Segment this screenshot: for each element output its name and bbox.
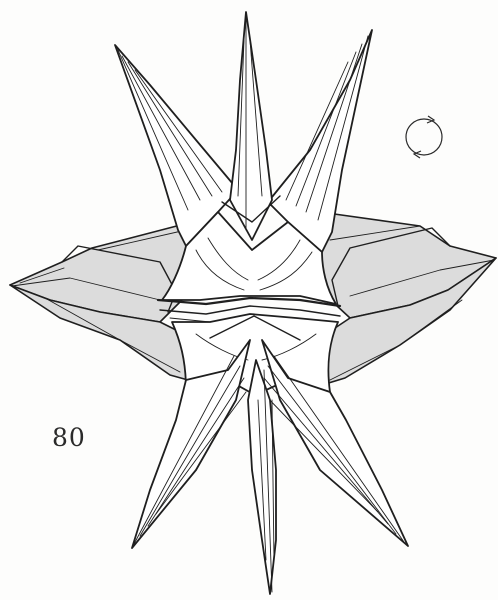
right-wing bbox=[312, 212, 496, 385]
bottom-point bbox=[248, 360, 276, 594]
step-number: 80 bbox=[52, 423, 86, 452]
turn-over-symbol-icon bbox=[406, 116, 442, 158]
